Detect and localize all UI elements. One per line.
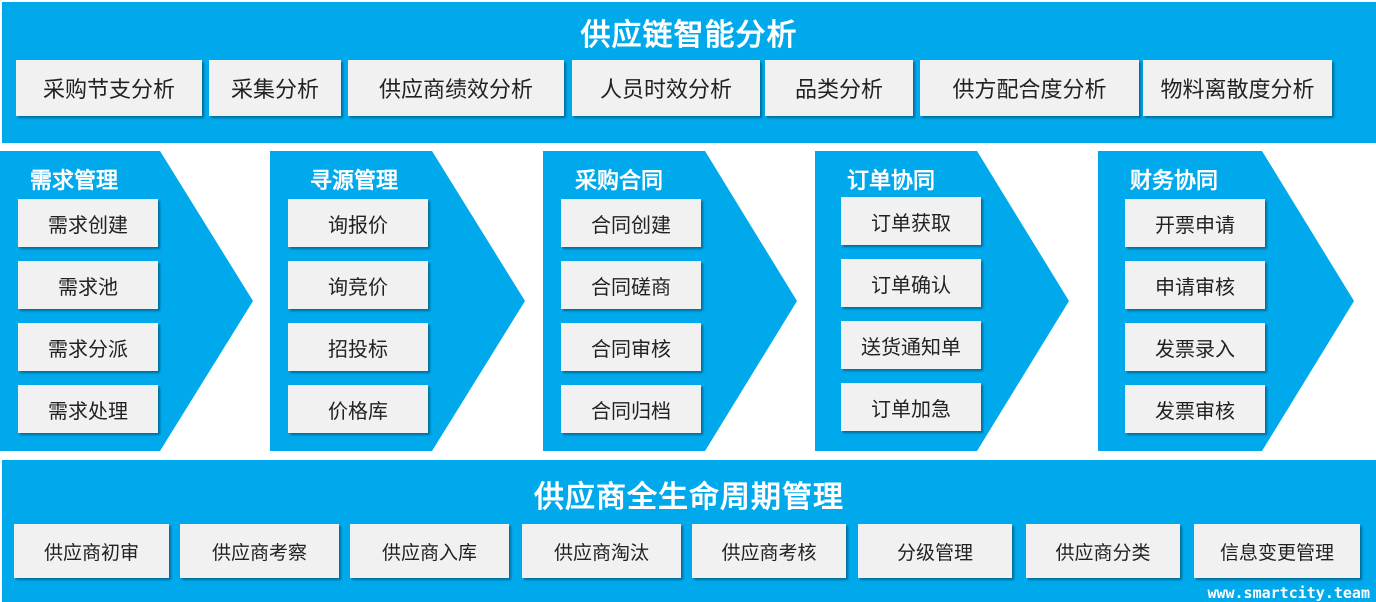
process-item[interactable]: 合同审核 <box>561 323 701 371</box>
process-item[interactable]: 申请审核 <box>1125 261 1265 309</box>
stage-demand-management: 需求管理 需求创建 需求池 需求分派 需求处理 <box>0 151 253 451</box>
analysis-item-category[interactable]: 品类分析 <box>765 60 913 116</box>
supplier-item-inspection[interactable]: 供应商考察 <box>180 524 339 578</box>
process-item[interactable]: 订单获取 <box>841 197 981 245</box>
watermark: www.smartcity.team <box>1207 584 1370 602</box>
process-item[interactable]: 价格库 <box>288 385 428 433</box>
process-item[interactable]: 订单确认 <box>841 259 981 307</box>
stage-title: 财务协同 <box>1130 169 1219 194</box>
analysis-item-supplier-performance[interactable]: 供应商绩效分析 <box>348 60 564 116</box>
process-item[interactable]: 需求创建 <box>18 199 158 247</box>
supplier-item-info-change[interactable]: 信息变更管理 <box>1194 524 1360 578</box>
analysis-item-cost-saving[interactable]: 采购节支分析 <box>16 60 202 116</box>
supplier-lifecycle-title: 供应商全生命周期管理 <box>534 480 844 515</box>
process-item[interactable]: 发票审核 <box>1125 385 1265 433</box>
supplier-lifecycle-panel: 供应商全生命周期管理 供应商初审 供应商考察 供应商入库 供应商淘汰 供应商考核… <box>2 460 1376 602</box>
stage-finance-collaboration: 财务协同 开票申请 申请审核 发票录入 发票审核 <box>1098 151 1354 451</box>
process-item[interactable]: 合同创建 <box>561 199 701 247</box>
supplier-item-onboarding[interactable]: 供应商入库 <box>350 524 509 578</box>
analysis-item-supplier-cooperation[interactable]: 供方配合度分析 <box>920 60 1139 116</box>
process-item[interactable]: 订单加急 <box>841 383 981 431</box>
process-item[interactable]: 招投标 <box>288 323 428 371</box>
analysis-item-material-dispersion[interactable]: 物料离散度分析 <box>1143 60 1332 116</box>
stage-procurement-contract: 采购合同 合同创建 合同磋商 合同审核 合同归档 <box>543 151 797 451</box>
analysis-item-collection[interactable]: 采集分析 <box>209 60 341 116</box>
stage-title: 采购合同 <box>575 169 664 194</box>
process-item[interactable]: 合同磋商 <box>561 261 701 309</box>
analysis-item-staff-efficiency[interactable]: 人员时效分析 <box>572 60 760 116</box>
stage-title: 寻源管理 <box>310 169 399 194</box>
process-item[interactable]: 需求处理 <box>18 385 158 433</box>
stage-title: 订单协同 <box>847 169 936 194</box>
process-item[interactable]: 询报价 <box>288 199 428 247</box>
stage-order-collaboration: 订单协同 订单获取 订单确认 送货通知单 订单加急 <box>815 151 1069 451</box>
process-item[interactable]: 开票申请 <box>1125 199 1265 247</box>
process-item[interactable]: 需求分派 <box>18 323 158 371</box>
supplier-item-grading[interactable]: 分级管理 <box>858 524 1012 578</box>
supplier-item-initial-review[interactable]: 供应商初审 <box>14 524 169 578</box>
analysis-panel-title: 供应链智能分析 <box>580 18 798 53</box>
stage-title: 需求管理 <box>30 169 119 194</box>
process-item[interactable]: 合同归档 <box>561 385 701 433</box>
process-item[interactable]: 送货通知单 <box>841 321 981 369</box>
supplier-item-elimination[interactable]: 供应商淘汰 <box>522 524 681 578</box>
analysis-panel: 供应链智能分析 采购节支分析 采集分析 供应商绩效分析 人员时效分析 品类分析 … <box>2 2 1376 143</box>
process-item[interactable]: 询竞价 <box>288 261 428 309</box>
stage-sourcing-management: 寻源管理 询报价 询竞价 招投标 价格库 <box>270 151 525 451</box>
process-item[interactable]: 发票录入 <box>1125 323 1265 371</box>
supplier-item-assessment[interactable]: 供应商考核 <box>692 524 846 578</box>
process-item[interactable]: 需求池 <box>18 261 158 309</box>
supplier-item-classification[interactable]: 供应商分类 <box>1026 524 1180 578</box>
